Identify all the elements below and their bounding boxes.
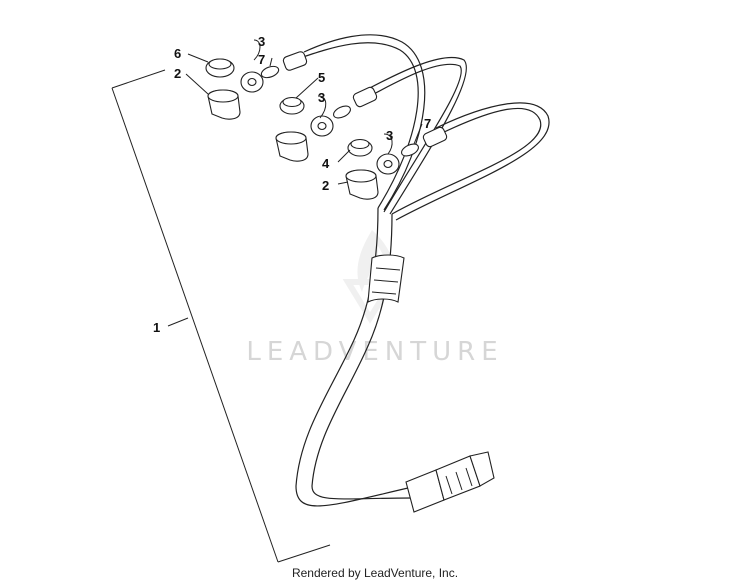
lens-cap-6 bbox=[205, 58, 235, 78]
callout-4: 4 bbox=[322, 156, 330, 171]
grommet-3c bbox=[376, 153, 400, 175]
grommet-3b bbox=[310, 115, 334, 137]
callout-3-right: 3 bbox=[386, 128, 393, 143]
callout-2-top: 2 bbox=[174, 66, 181, 81]
callout-7-right: 7 bbox=[424, 116, 431, 131]
bulb-mid bbox=[333, 105, 351, 119]
callout-7-top: 7 bbox=[258, 52, 265, 67]
socket-mid bbox=[275, 131, 309, 162]
callout-1: 1 bbox=[153, 320, 160, 335]
leader-lines bbox=[185, 39, 423, 185]
wiring-harness bbox=[295, 34, 550, 507]
branch-connector-b bbox=[352, 86, 378, 108]
assembly-bracket bbox=[111, 69, 331, 563]
footer-credit: Rendered by LeadVenture, Inc. bbox=[292, 566, 458, 580]
grommet-3a bbox=[240, 71, 264, 93]
callout-3-mid: 3 bbox=[318, 90, 325, 105]
callout-6: 6 bbox=[174, 46, 181, 61]
branch-connector-c bbox=[422, 126, 448, 148]
lens-cap-4 bbox=[347, 138, 373, 157]
branch-connector-a bbox=[282, 51, 308, 71]
harness-plug bbox=[405, 451, 495, 513]
bulb-7b bbox=[401, 143, 419, 157]
lens-cap-5 bbox=[279, 96, 305, 115]
socket-2a bbox=[207, 89, 241, 120]
callout-3-top: 3 bbox=[258, 34, 265, 49]
socket-2b bbox=[345, 169, 379, 200]
callout-5: 5 bbox=[318, 70, 325, 85]
callout-2-bottom: 2 bbox=[322, 178, 329, 193]
watermark-text: LEADVENTURE bbox=[246, 337, 503, 367]
bulb-7a bbox=[260, 65, 280, 79]
